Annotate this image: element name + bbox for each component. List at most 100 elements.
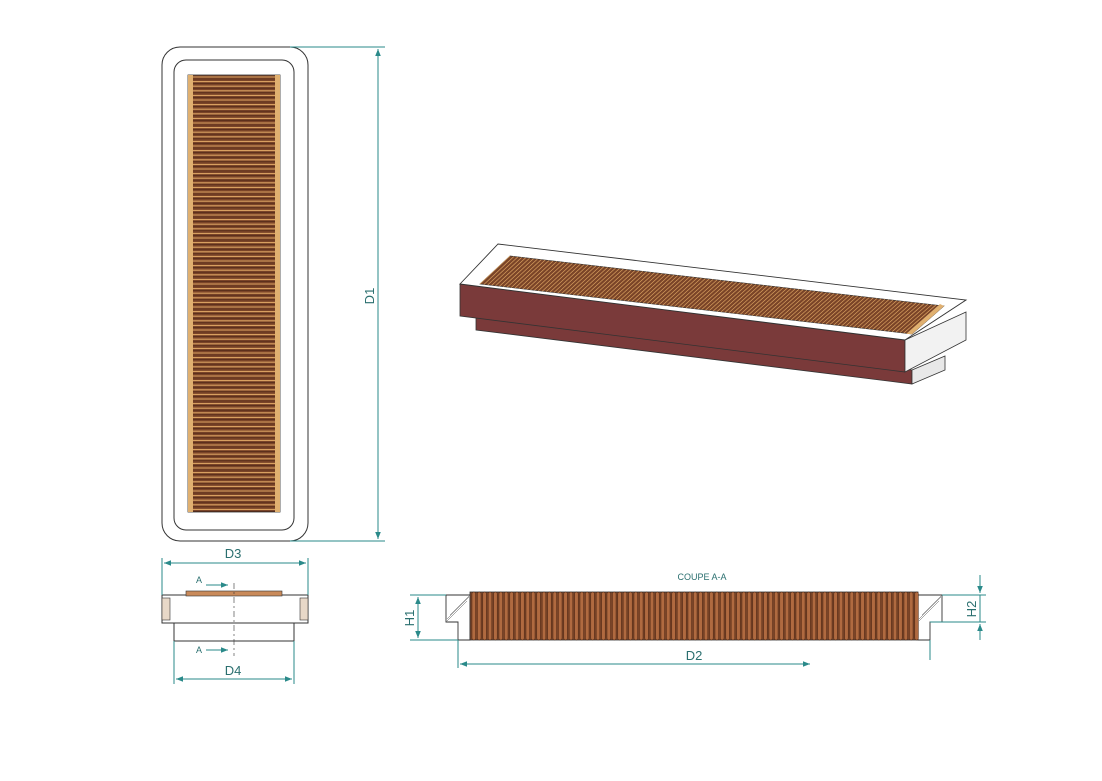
iso-contact-end-strip xyxy=(906,304,944,334)
section-pin xyxy=(531,591,536,641)
section-pin xyxy=(779,591,784,641)
iso-contact-line xyxy=(499,257,530,287)
section-contact-pins xyxy=(471,591,919,641)
iso-contact-line xyxy=(713,282,745,312)
iso-contact-line xyxy=(619,271,651,301)
section-pin xyxy=(801,591,806,641)
section-pin xyxy=(774,591,779,641)
iso-contact-line xyxy=(825,295,858,325)
section-pin xyxy=(601,591,606,641)
section-pin xyxy=(828,591,833,641)
contact-strip-right xyxy=(275,75,280,512)
section-pin xyxy=(763,591,768,641)
d2-label: D2 xyxy=(686,648,703,663)
section-pin xyxy=(893,591,898,641)
iso-contact-line xyxy=(833,296,866,326)
section-pin xyxy=(725,591,730,641)
iso-contact-line xyxy=(880,302,913,331)
iso-contact-line xyxy=(506,258,538,288)
section-pin xyxy=(542,591,547,641)
section-pin xyxy=(639,591,644,641)
iso-contact-line xyxy=(705,281,737,311)
iso-contact-line xyxy=(872,301,905,330)
section-pin xyxy=(898,591,903,641)
iso-contact-line xyxy=(646,275,679,304)
section-pin xyxy=(493,591,498,641)
iso-contact-line xyxy=(596,269,628,298)
iso-contact-line xyxy=(759,288,792,317)
iso-contact-line xyxy=(576,266,608,296)
section-pin xyxy=(758,591,763,641)
iso-contact-line xyxy=(491,257,522,286)
section-pin xyxy=(590,591,595,641)
section-pin xyxy=(914,591,919,641)
section-a-bottom-label: A xyxy=(196,645,202,655)
iso-contact-line xyxy=(584,267,616,297)
section-pin xyxy=(671,591,676,641)
iso-contact-line xyxy=(736,285,769,314)
section-pin xyxy=(860,591,865,641)
iso-contact-line xyxy=(755,287,788,317)
iso-contact-line xyxy=(670,277,702,307)
section-pin xyxy=(849,591,854,641)
section-pin xyxy=(547,591,552,641)
section-pin xyxy=(736,591,741,641)
iso-contact-line xyxy=(681,279,714,308)
iso-contact-line xyxy=(744,286,776,315)
iso-contact-line xyxy=(553,264,585,293)
iso-contact-line xyxy=(518,260,550,289)
iso-contact-line xyxy=(650,275,683,305)
iso-contact-line xyxy=(654,275,687,305)
section-pin xyxy=(768,591,773,641)
dimension-h2: H2 xyxy=(930,575,986,640)
iso-contact-line xyxy=(891,303,925,332)
iso-contact-line xyxy=(697,280,729,310)
section-pin xyxy=(596,591,601,641)
iso-contact-line xyxy=(849,298,882,328)
section-pin xyxy=(677,591,682,641)
iso-contact-line xyxy=(876,301,909,331)
section-pin xyxy=(795,591,800,641)
contact-strip-left xyxy=(188,75,193,512)
iso-contact-line xyxy=(903,304,936,334)
hatching-right xyxy=(918,595,942,622)
iso-contact-line xyxy=(856,299,890,328)
section-title: COUPE A-A xyxy=(677,572,726,582)
iso-contact-line xyxy=(701,281,733,310)
iso-contact-line xyxy=(810,293,843,323)
iso-contact-line xyxy=(604,270,636,299)
iso-contact-line xyxy=(884,302,917,332)
section-pin xyxy=(623,591,628,641)
iso-contact-line xyxy=(483,256,515,285)
section-pin xyxy=(515,591,520,641)
iso-contact-line xyxy=(573,266,604,296)
iso-contact-line xyxy=(631,273,663,302)
iso-contact-line xyxy=(627,272,659,302)
top-view xyxy=(161,46,309,542)
section-pin xyxy=(552,591,557,641)
section-pin xyxy=(563,591,568,641)
iso-contact-line xyxy=(565,265,597,295)
section-pin xyxy=(817,591,822,641)
iso-contact-line xyxy=(538,262,569,292)
section-pin xyxy=(606,591,611,641)
section-pin xyxy=(650,591,655,641)
section-pin xyxy=(704,591,709,641)
section-pin xyxy=(504,591,509,641)
contact-rows xyxy=(193,76,275,512)
dimension-d1: D1 xyxy=(290,46,385,542)
hatch-line xyxy=(937,595,942,600)
iso-contact-line xyxy=(557,264,589,294)
section-pin xyxy=(660,591,665,641)
iso-contact-line xyxy=(751,287,784,316)
section-pin xyxy=(644,591,649,641)
section-pin xyxy=(617,591,622,641)
d3-label: D3 xyxy=(225,546,242,561)
iso-contact-line xyxy=(689,280,722,309)
iso-contact-line xyxy=(775,289,808,319)
iso-contact-line xyxy=(845,298,878,327)
base-end-face xyxy=(911,355,946,385)
iso-contact-line xyxy=(534,262,565,291)
section-pin xyxy=(525,591,530,641)
